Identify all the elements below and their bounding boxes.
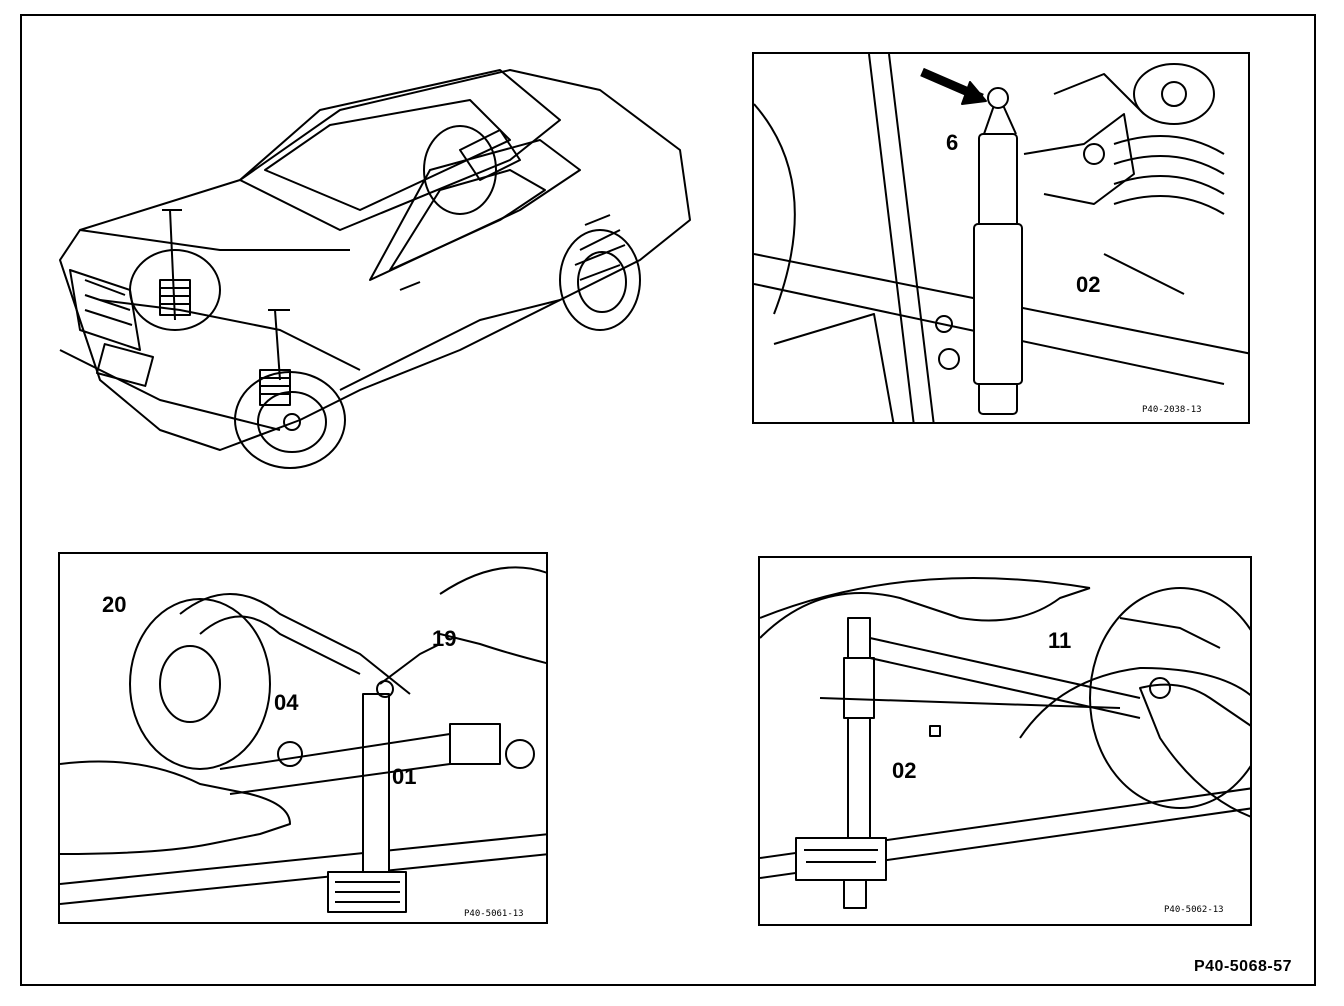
panel-code: P40-5062-13 — [1164, 905, 1224, 915]
part-label-11: 11 — [1048, 628, 1072, 653]
part-label-01: 01 — [392, 764, 417, 789]
part-label-6: 6 — [946, 130, 959, 155]
panel-code: P40-2038-13 — [1142, 405, 1202, 415]
part-label-04: 04 — [274, 690, 299, 715]
detail-panel-bottom-left: 20 19 04 01 P40-5061-13 — [58, 552, 548, 924]
figure-frame — [20, 14, 1316, 986]
part-label-02: 02 — [892, 758, 917, 783]
detail-panel-top-right: 6 02 P40-2038-13 — [752, 52, 1250, 424]
car-overview-illustration — [40, 50, 720, 490]
panel-code: P40-5061-13 — [464, 909, 524, 919]
part-label-20: 20 — [102, 592, 127, 617]
part-label-02: 02 — [1076, 272, 1101, 297]
part-label-19: 19 — [432, 626, 457, 651]
figure-code: P40-5068-57 — [1193, 958, 1292, 975]
detail-panel-bottom-right: 11 02 P40-5062-13 — [758, 556, 1252, 926]
